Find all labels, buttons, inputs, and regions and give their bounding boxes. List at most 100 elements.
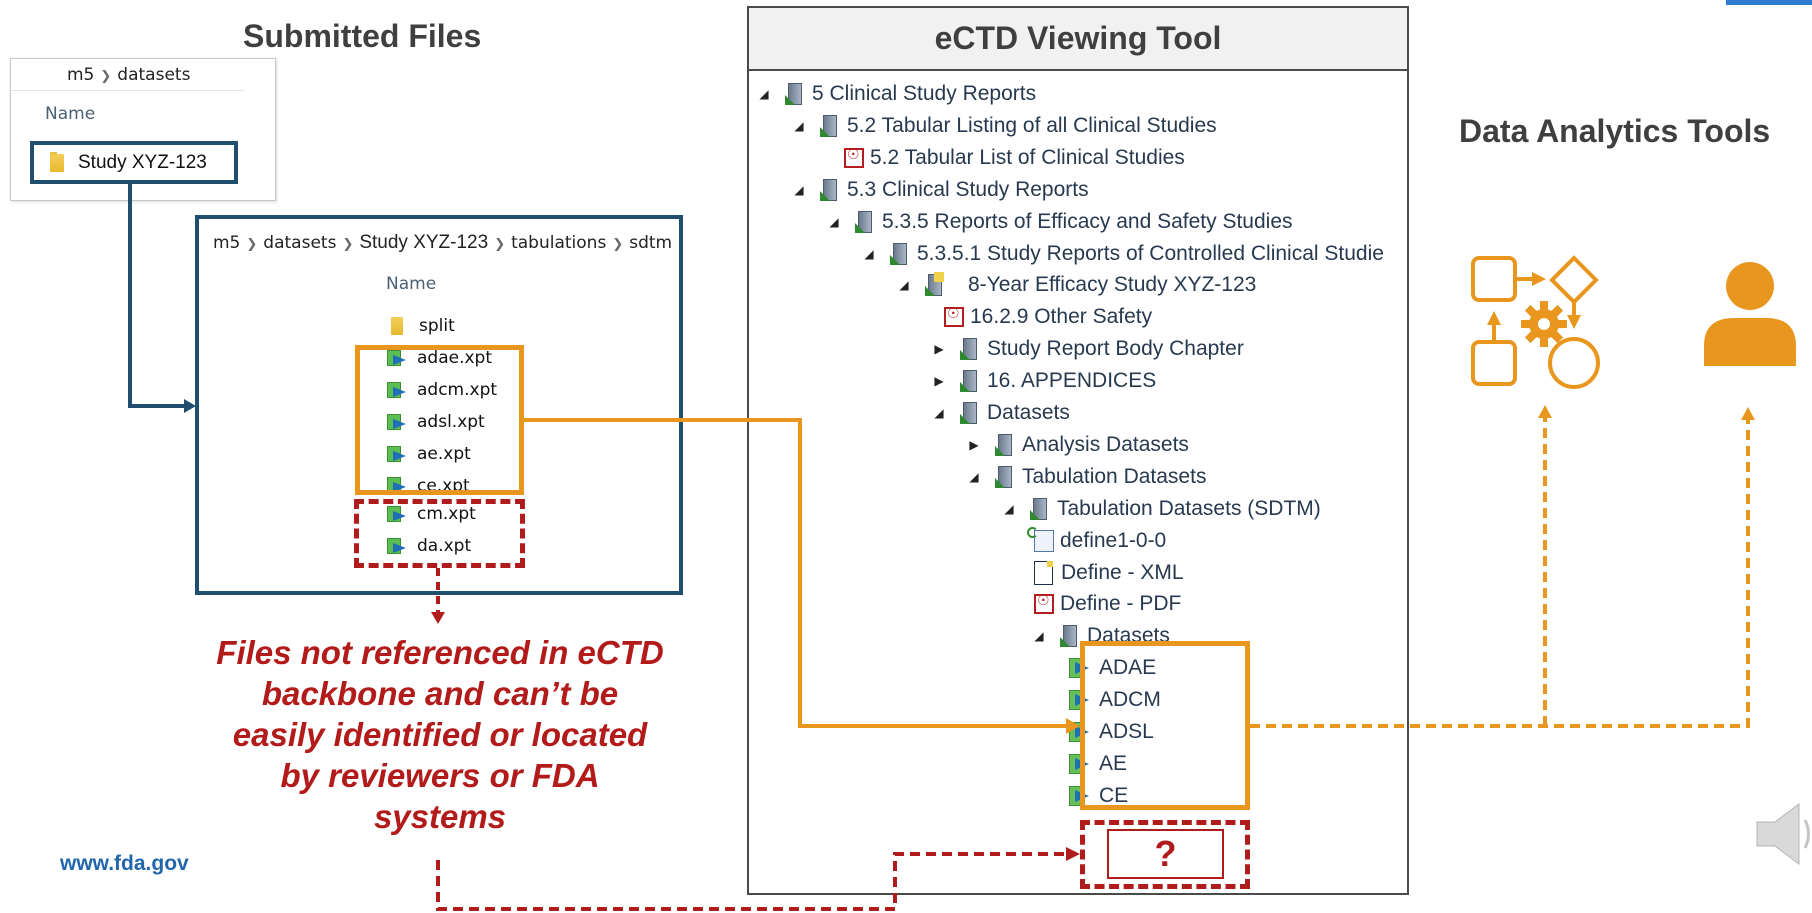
section-folder-icon [890, 243, 909, 265]
tree-item[interactable]: ◢ 8-Year Efficacy Study XYZ-123 [894, 270, 1256, 300]
workflow-icon [1471, 255, 1600, 389]
tree-item[interactable]: ▶Study Report Body Chapter [929, 334, 1244, 364]
section-folder-icon [1060, 625, 1079, 647]
tree-item[interactable]: ◢5.3.5 Reports of Efficacy and Safety St… [824, 207, 1293, 237]
tree-item[interactable]: ◢ Tabulation Datasets [964, 462, 1206, 492]
chevron-right-icon: ❯ [246, 237, 258, 252]
note-line: systems [373, 798, 507, 835]
tree-item-label: 5 Clinical Study Reports [812, 82, 1037, 105]
list-item-folder[interactable]: split [391, 316, 455, 336]
xpt-file-icon [387, 381, 407, 399]
tree-item-label: Tabulation Datasets [1022, 465, 1207, 488]
section-folder-icon [995, 434, 1014, 456]
divider [11, 90, 244, 91]
person-icon [1704, 262, 1796, 366]
collapse-arrow-icon[interactable]: ◢ [829, 215, 839, 229]
fda-url[interactable]: www.fda.gov [60, 852, 189, 875]
xpt-file-icon [387, 537, 407, 555]
chevron-right-icon: ❯ [342, 237, 354, 252]
collapse-arrow-icon[interactable]: ◢ [899, 278, 909, 292]
tree-item[interactable]: ◢Tabulation Datasets (SDTM) [999, 494, 1321, 524]
note-line: easily identified or located [232, 716, 648, 753]
tree-item[interactable]: ◢ Datasets [929, 398, 1070, 428]
tree-item-label: Define - XML [1061, 561, 1184, 584]
breadcrumb: m5❯datasets [67, 65, 190, 85]
list-item[interactable]: ae.xpt [387, 444, 471, 464]
name-column-header[interactable]: Name [386, 274, 437, 294]
xpt-file-icon [387, 505, 407, 523]
red-dashed-connector [436, 852, 1066, 911]
collapse-arrow-icon[interactable]: ◢ [969, 470, 979, 484]
missing-files-marker: ? [1080, 820, 1250, 889]
breadcrumb-item[interactable]: datasets [263, 233, 337, 253]
expand-arrow-icon[interactable]: ▶ [934, 374, 944, 388]
list-item[interactable]: da.xpt [387, 536, 471, 556]
tree-item[interactable]: ◢5.2 Tabular Listing of all Clinical Stu… [789, 111, 1217, 141]
collapse-arrow-icon[interactable]: ◢ [759, 87, 769, 101]
tree-item[interactable]: ◢ 5 Clinical Study Reports [754, 79, 1036, 109]
tree-item[interactable]: Define - XML [1034, 558, 1184, 588]
xpt-file-icon [387, 413, 407, 431]
tree-item-label: 5.2 Tabular List of Clinical Studies [870, 146, 1185, 169]
section-folder-icon [820, 115, 839, 137]
down-arrowhead [431, 612, 445, 624]
expand-arrow-icon[interactable]: ▶ [934, 342, 944, 356]
section-folder-icon [995, 466, 1014, 488]
tree-item[interactable]: define1-0-0 [1027, 526, 1166, 556]
list-item[interactable]: adae.xpt [387, 348, 492, 368]
tree-item[interactable]: ADCM [1069, 685, 1161, 715]
tree-item-label: AE [1099, 752, 1128, 775]
expand-arrow-icon[interactable]: ▶ [969, 438, 979, 452]
folder-icon [391, 317, 403, 335]
name-column-header[interactable]: Name [45, 104, 96, 124]
orange-connector-line [524, 418, 1068, 728]
section-folder-icon [820, 179, 839, 201]
collapse-arrow-icon[interactable]: ◢ [934, 406, 944, 420]
top-accent-bar [1726, 0, 1812, 5]
navy-connector-arrowhead [184, 399, 196, 413]
breadcrumb-item[interactable]: m5 [67, 65, 95, 85]
note-line: backbone and can’t be [261, 675, 619, 712]
tree-item[interactable]: 16.2.9 Other Safety [944, 302, 1152, 332]
file-name: split [419, 316, 455, 336]
tree-item[interactable]: ▶Analysis Datasets [964, 430, 1189, 460]
collapse-arrow-icon[interactable]: ◢ [1004, 502, 1014, 516]
submitted-files-title: Submitted Files [243, 18, 482, 54]
list-item[interactable]: adcm.xpt [387, 380, 497, 400]
folder-icon [50, 151, 64, 172]
collapse-arrow-icon[interactable]: ◢ [794, 183, 804, 197]
xpt-file-icon [387, 445, 407, 463]
tree-item[interactable]: ◢ 5.3.5.1 Study Reports of Controlled Cli… [859, 239, 1384, 269]
breadcrumb-item[interactable]: tabulations [511, 233, 607, 253]
tree-item-label: Datasets [987, 401, 1070, 424]
file-name: cm.xpt [417, 504, 476, 524]
collapse-arrow-icon[interactable]: ◢ [1034, 629, 1044, 643]
breadcrumb-item[interactable]: sdtm [629, 233, 673, 253]
tree-item[interactable]: ◢5.3 Clinical Study Reports [789, 175, 1089, 205]
file-name: adsl.xpt [417, 412, 485, 432]
tree-item[interactable]: 5.2 Tabular List of Clinical Studies [844, 143, 1185, 173]
explorer-window-datasets: m5❯datasets Name Study XYZ-123 [10, 58, 276, 201]
file-name: ae.xpt [417, 444, 471, 464]
breadcrumb-item[interactable]: Study XYZ-123 [359, 232, 489, 253]
ectd-viewer-panel: eCTD Viewing Tool ◢5 Clinical Study Repo… [747, 6, 1409, 895]
up-arrowhead [1741, 407, 1755, 420]
tree-item[interactable]: ▶16. APPENDICES [929, 366, 1156, 396]
study-folder-item[interactable]: Study XYZ-123 [30, 141, 238, 184]
breadcrumb-item[interactable]: datasets [117, 65, 191, 85]
xpt-file-icon [387, 349, 407, 367]
collapse-arrow-icon[interactable]: ◢ [794, 119, 804, 133]
tree-item-label: 8-Year Efficacy Study XYZ-123 [968, 273, 1257, 296]
tree-item-label: ADAE [1099, 656, 1157, 679]
speaker-icon[interactable] [1755, 800, 1812, 870]
tree-item-label: 5.3.5.1 Study Reports of Controlled Clin… [917, 242, 1384, 265]
list-item[interactable]: adsl.xpt [387, 412, 485, 432]
pdf-icon [1034, 592, 1054, 614]
breadcrumb-item[interactable]: m5 [213, 233, 241, 253]
list-item[interactable]: cm.xpt [387, 504, 476, 524]
chevron-right-icon: ❯ [494, 237, 506, 252]
collapse-arrow-icon[interactable]: ◢ [864, 247, 874, 261]
section-folder-icon [960, 402, 979, 424]
tree-item[interactable]: Define - PDF [1034, 589, 1181, 619]
